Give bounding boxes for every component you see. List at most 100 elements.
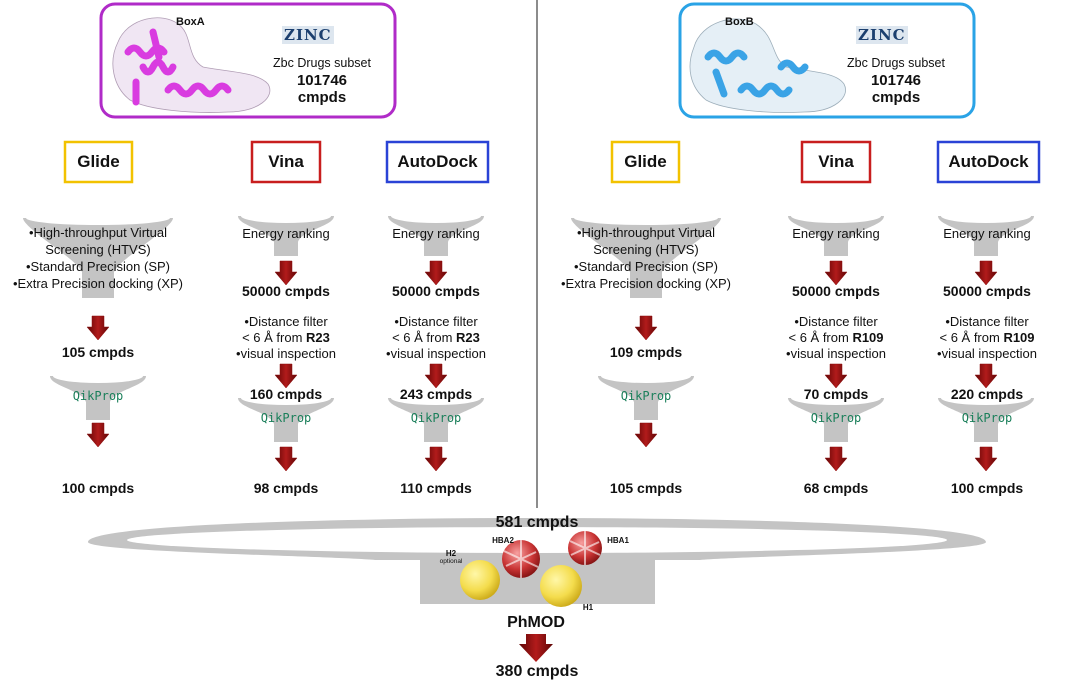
vina-a-ranking: Energy ranking [242,226,330,241]
autodock-a-ranking: Energy ranking [392,226,480,241]
glide-label-b: Glide [614,144,677,180]
autodock-b-arrow-3 [974,446,998,472]
glide-step: •High-throughput Virtual [28,225,167,240]
filter-line: •Distance filter [394,314,478,329]
h2-optional-note: optional [439,558,463,565]
filter-line: •Distance filter [794,314,878,329]
autodock-b-ranking: Energy ranking [943,226,1031,241]
vina-a-qikprop: QikProp [260,411,312,425]
boxB-unit: cmpds [871,89,921,106]
glide-b-docking-funnel [571,211,721,298]
protein-a-structure [112,17,271,113]
filter-line: •visual inspection [937,346,1037,361]
h1-label: H1 [582,603,594,612]
autodock-a-filtered-count: 243 cmpds [399,386,473,402]
vina-a-qikprop-funnel [238,391,334,442]
vina-a-ranked-count: 50000 cmpds [242,283,330,299]
autodock-label-a: AutoDock [389,144,486,180]
vina-a-arrow-1 [274,260,298,286]
vina-b-qikprop-funnel [788,391,884,442]
glide-step: •Extra Precision docking (XP) [12,276,183,291]
vina-label-a: Vina [254,144,318,180]
glide-a-docked-count: 105 cmpds [61,344,135,360]
glide-a-arrow-2 [86,422,110,448]
glide-a-final-count: 100 cmpds [61,480,135,496]
h2-label: H2 [445,549,457,558]
filter-line: •visual inspection [236,346,336,361]
glide-step: Screening (HTVS) [593,242,699,257]
phmod-label: PhMOD [507,614,565,631]
arrow-graphics [86,260,998,662]
autodock-a-qikprop: QikProp [410,411,462,425]
autodock-label-b: AutoDock [940,144,1037,180]
autodock-b-final-count: 100 cmpds [950,480,1024,496]
glide-a-arrow-1 [86,315,110,341]
boxA-count: 101746 [296,72,348,89]
vina-a-arrow-2 [274,363,298,389]
autodock-a-qikprop-funnel [388,391,484,442]
autodock-b-filtered-count: 220 cmpds [950,386,1024,402]
autodock-a-arrow-3 [424,446,448,472]
filter-line: < 6 Å from R23 [392,330,480,345]
glide-b-arrow-2 [634,422,658,448]
vina-b-ranking: Energy ranking [792,226,880,241]
hba1-label: HBA1 [607,536,629,545]
vina-b-arrow-1 [824,260,848,286]
autodock-b-ranking-funnel [938,209,1034,256]
vina-label-b: Vina [804,144,868,180]
glide-label-a: Glide [67,144,130,180]
vina-a-filtered-count: 160 cmpds [249,386,323,402]
vina-a-filter: •Distance filter < 6 Å from R23 •visual … [226,314,346,362]
autodock-b-arrow-1 [974,260,998,286]
pharmacophore-spheres [460,531,602,607]
vina-a-ranking-funnel [238,209,334,256]
glide-b-final-count: 105 cmpds [609,480,683,496]
phmod-arrow [519,634,553,662]
filter-line: •Distance filter [244,314,328,329]
hba2-label: HBA2 [492,536,514,545]
vina-b-filtered-count: 70 cmpds [803,386,869,402]
boxA-subset-text: Zbc Drugs subset 101746 cmpds [260,55,384,106]
boxB-count: 101746 [870,72,922,89]
glide-steps-a: •High-throughput Virtual Screening (HTVS… [0,224,196,292]
boxB-subset-text: Zbc Drugs subset 101746 cmpds [834,55,958,106]
glide-step: •Standard Precision (SP) [25,259,170,274]
vina-a-final-count: 98 cmpds [253,480,319,496]
autodock-a-ranked-count: 50000 cmpds [392,283,480,299]
glide-a-qikprop: QikProp [72,389,124,403]
glide-b-qikprop: QikProp [620,389,672,403]
boxB-label: BoxB [725,16,754,28]
zinc-logo-b: ZINC [856,26,908,44]
boxA-subset-line: Zbc Drugs subset [273,56,371,70]
autodock-a-final-count: 110 cmpds [400,480,472,496]
glide-step: Screening (HTVS) [45,242,151,257]
vina-b-ranked-count: 50000 cmpds [792,283,880,299]
boxA-label: BoxA [176,16,205,28]
autodock-b-filter: •Distance filter < 6 Å from R109 •visual… [927,314,1047,362]
filter-line: < 6 Å from R109 [788,330,884,345]
glide-step: •Standard Precision (SP) [573,259,718,274]
boxA-unit: cmpds [297,89,347,106]
glide-steps-b: •High-throughput Virtual Screening (HTVS… [548,224,744,292]
autodock-b-arrow-2 [974,363,998,389]
glide-b-qikprop-funnel [598,369,694,420]
boxB-subset-line: Zbc Drugs subset [847,56,945,70]
vina-b-arrow-2 [824,363,848,389]
glide-a-docking-funnel [23,211,173,298]
vina-b-final-count: 68 cmpds [803,480,869,496]
autodock-a-arrow-1 [424,260,448,286]
vina-b-arrow-3 [824,446,848,472]
filter-line: •visual inspection [386,346,486,361]
filter-line: < 6 Å from R23 [242,330,330,345]
pooled-count: 581 cmpds [495,514,579,531]
autodock-b-qikprop-funnel [938,391,1034,442]
autodock-a-arrow-2 [424,363,448,389]
vina-b-filter: •Distance filter < 6 Å from R109 •visual… [776,314,896,362]
glide-step: •Extra Precision docking (XP) [560,276,731,291]
filter-line: < 6 Å from R109 [939,330,1035,345]
autodock-a-ranking-funnel [388,209,484,256]
glide-b-docked-count: 109 cmpds [609,344,683,360]
final-count: 380 cmpds [495,663,579,680]
autodock-b-ranked-count: 50000 cmpds [943,283,1031,299]
